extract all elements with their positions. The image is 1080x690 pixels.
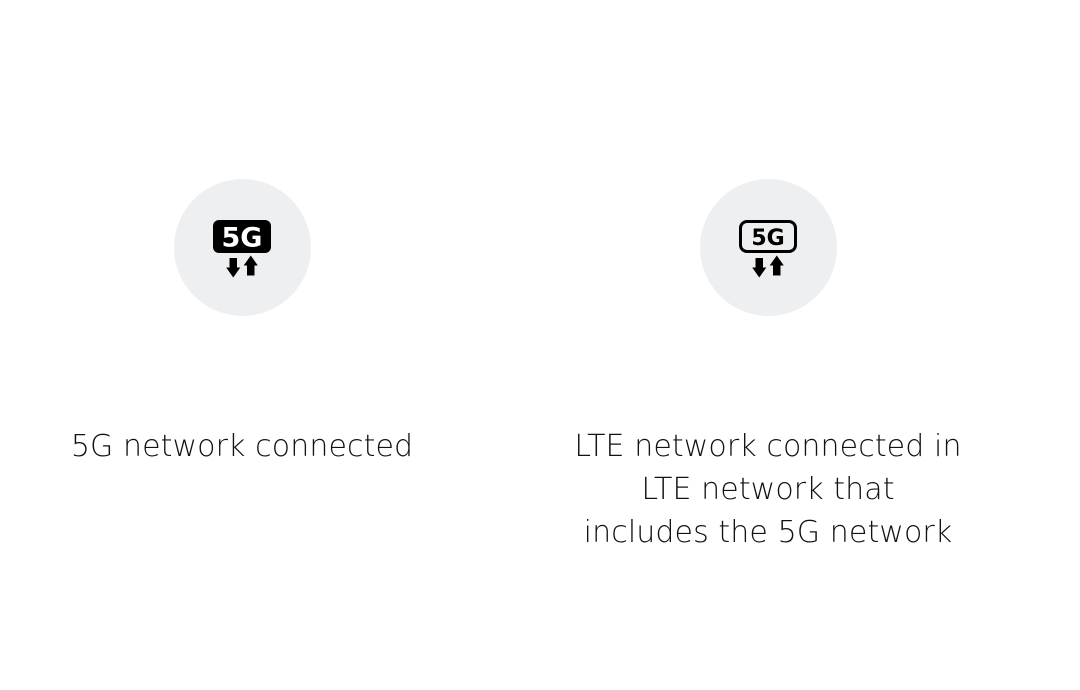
- status-caption-lte-in-5g-area: LTE network connected in LTE network tha…: [574, 429, 962, 550]
- icon-circle-5g-connected: 5G: [173, 179, 311, 316]
- upload-arrow-icon: [769, 255, 784, 275]
- badge-text-5g: 5G: [751, 226, 784, 251]
- icon-circle-lte-in-5g-area: 5G: [699, 179, 837, 316]
- 5g-filled-badge-with-updown-arrows-icon: 5G: [213, 219, 271, 277]
- 5g-outlined-badge-with-updown-arrows-icon: 5G: [739, 219, 797, 277]
- badge-text-5g: 5G: [222, 222, 263, 253]
- download-arrow-icon: [226, 257, 241, 277]
- upload-arrow-icon: [243, 255, 258, 275]
- download-arrow-icon: [752, 257, 767, 277]
- status-caption-5g-connected: 5G network connected: [70, 429, 414, 464]
